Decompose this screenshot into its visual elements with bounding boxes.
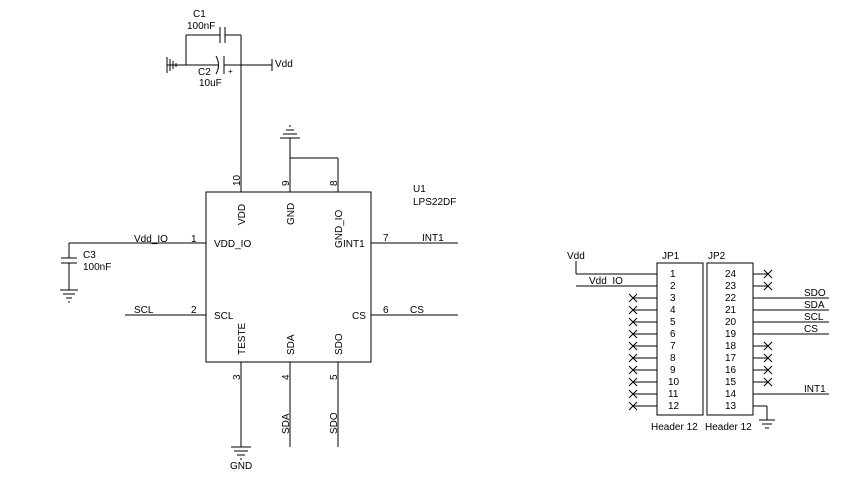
jp1-pin: 5 [670, 317, 676, 328]
net-cs: CS [410, 305, 424, 316]
pin3-name: TESTE [237, 322, 248, 355]
u1-ic: U1 LPS22DF 10 VDD 9 GND 8 GND_IO C3 100n… [60, 125, 458, 472]
net-gnd: GND [230, 461, 252, 472]
pin10-num: 10 [232, 174, 243, 186]
c1-value: 100nF [187, 21, 215, 32]
net-sda: SDA [281, 413, 292, 434]
c2-ref: C2 [198, 67, 211, 78]
jp2-net-cs: CS [804, 324, 818, 335]
jp2-pin: 16 [725, 365, 737, 376]
pin9-num: 9 [281, 180, 292, 186]
u1-part: LPS22DF [413, 197, 456, 208]
jp2-pin: 22 [725, 293, 737, 304]
net-int1: INT1 [422, 233, 444, 244]
jp1-pin: 12 [668, 401, 680, 412]
jp2-pin: 13 [725, 401, 737, 412]
c2-value: 10uF [199, 78, 222, 89]
jp2-net-sda: SDA [804, 300, 825, 311]
net-vdd-io: Vdd_IO [134, 234, 168, 245]
jp1-ref: JP1 [662, 251, 680, 262]
jp2-net-scl: SCL [804, 312, 824, 323]
jp2-pin: 14 [725, 389, 737, 400]
jp1-pin: 11 [668, 389, 679, 400]
jp1-header: JP1 Header 12 1 2 3 4 5 6 7 8 9 10 11 12… [567, 251, 704, 433]
pin8-num: 8 [329, 180, 340, 186]
pin6-num: 6 [383, 305, 389, 316]
c3-ref: C3 [83, 250, 96, 261]
jp1-body [656, 262, 704, 416]
jp2-pin: 15 [725, 377, 737, 388]
pin5-name: SDO [334, 333, 345, 355]
jp1-pin: 2 [670, 281, 676, 292]
jp2-pin: 24 [725, 269, 737, 280]
u1-body [205, 191, 372, 363]
c2-polarity: + [228, 67, 233, 76]
jp2-pin: 19 [725, 329, 737, 340]
pin6-name: CS [352, 311, 366, 322]
jp2-body [706, 262, 754, 416]
jp2-type: Header 12 [705, 422, 752, 433]
pin8-name: GND_IO [334, 209, 345, 248]
pin2-num: 2 [191, 305, 197, 316]
pin1-name: VDD_IO [214, 239, 251, 250]
pin10-name: VDD [237, 204, 248, 225]
jp2-ref: JP2 [708, 251, 726, 262]
c1-ref: C1 [193, 9, 206, 20]
pin3-num: 3 [232, 374, 243, 380]
jp2-pin: 23 [725, 281, 737, 292]
jp1-net-vdd-io: Vdd_IO [589, 276, 623, 287]
jp1-pin: 8 [670, 353, 676, 364]
jp2-net-sdo: SDO [804, 288, 826, 299]
net-scl: SCL [134, 305, 154, 316]
jp1-pin: 9 [670, 365, 676, 376]
c3-value: 100nF [83, 262, 111, 273]
u1-ref: U1 [413, 184, 426, 195]
jp1-pin: 4 [670, 305, 676, 316]
jp2-pin: 18 [725, 341, 737, 352]
pin4-num: 4 [281, 374, 292, 380]
jp1-pin: 1 [670, 269, 676, 280]
pin7-num: 7 [383, 233, 389, 244]
jp2-header: JP2 Header 12 24 23 22 21 20 19 18 17 16… [705, 251, 829, 433]
jp1-pin: 10 [668, 377, 680, 388]
pin7-name: INT1 [343, 239, 365, 250]
jp2-pin: 21 [725, 305, 737, 316]
pin2-name: SCL [214, 311, 234, 322]
pin9-name: GND [286, 203, 297, 225]
vdd-net-label: Vdd [275, 59, 293, 70]
jp2-pin: 20 [725, 317, 737, 328]
decoupling-capacitors: Vdd C1 100nF C2 + 10uF [166, 9, 293, 192]
jp1-pin: 7 [670, 341, 676, 352]
pin4-name: SDA [286, 334, 297, 355]
pin1-num: 1 [191, 234, 197, 245]
jp1-pin: 6 [670, 329, 676, 340]
jp1-pin: 3 [670, 293, 676, 304]
jp2-net-int1: INT1 [804, 384, 826, 395]
net-sdo: SDO [329, 412, 340, 434]
jp1-type: Header 12 [651, 422, 698, 433]
jp1-net-vdd: Vdd [567, 251, 585, 262]
jp2-pin: 17 [725, 353, 737, 364]
pin5-num: 5 [329, 374, 340, 380]
